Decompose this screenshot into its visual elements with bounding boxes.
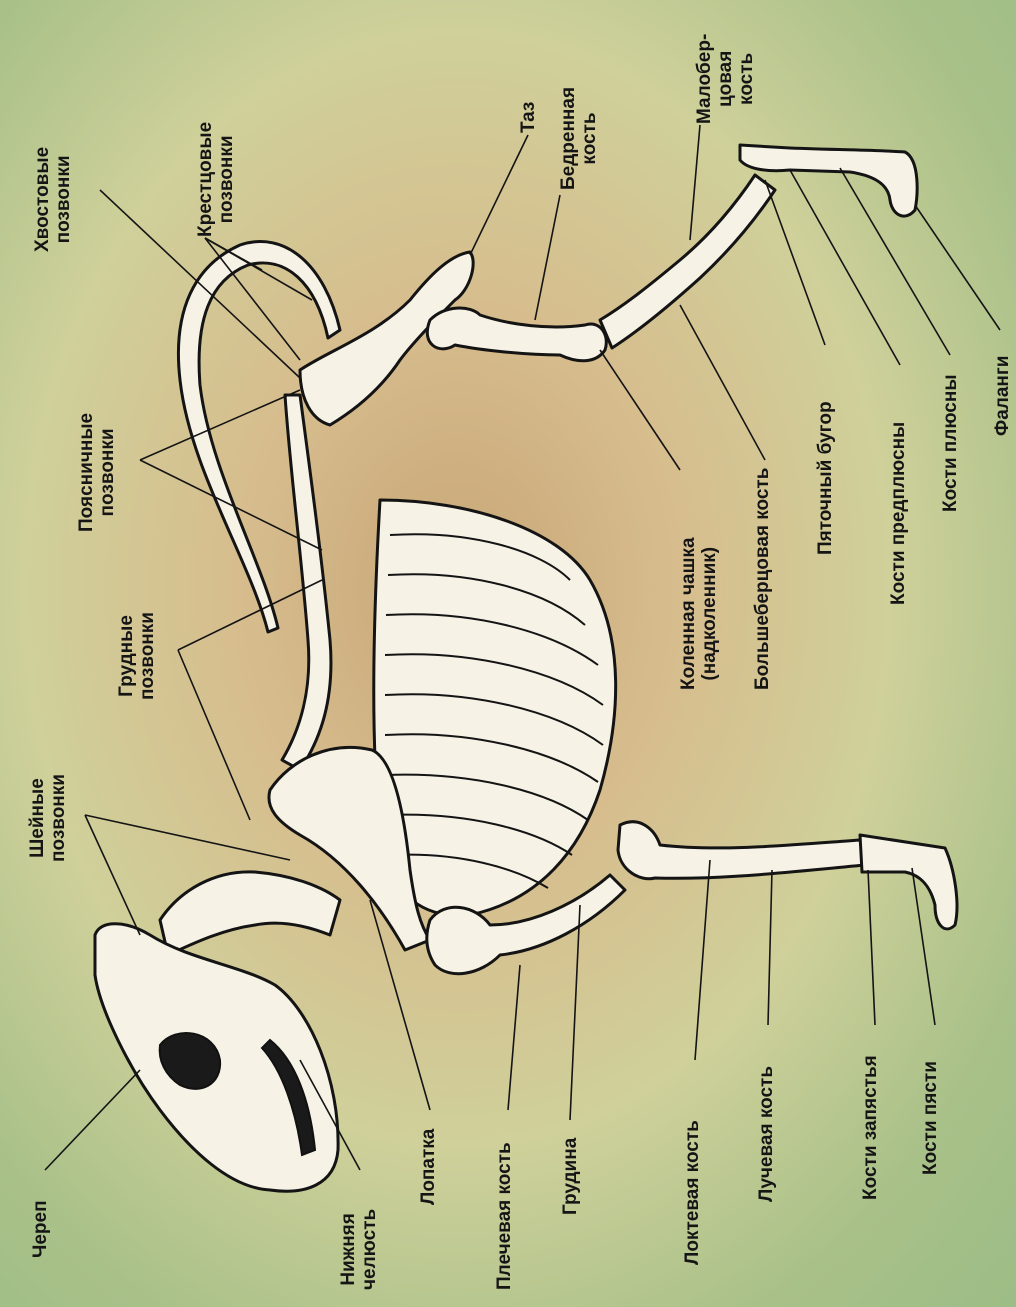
- neck-vertebrae: [160, 872, 340, 955]
- label-carpals: Кости запястья: [860, 1055, 881, 1200]
- label-metatarsals: Кости плюсны: [940, 374, 961, 512]
- hindpaw-bones: [740, 145, 917, 216]
- label-tarsals: Кости предплюсны: [888, 422, 909, 605]
- label-metacarpals: Кости пясти: [920, 1061, 941, 1175]
- label-patella: Коленная чашка(надколенник): [678, 537, 720, 690]
- label-pelvis: Таз: [518, 102, 539, 133]
- forepaw-bones: [860, 835, 957, 929]
- label-scapula: Лопатка: [418, 1129, 439, 1205]
- ribcage: [374, 500, 616, 916]
- label-humerus: Плечевая кость: [494, 1142, 515, 1290]
- label-sternum: Грудина: [560, 1138, 581, 1215]
- label-calcaneal-tuber: Пяточный бугор: [815, 401, 836, 555]
- femur-bone: [427, 308, 606, 361]
- label-phalanges: Фаланги: [992, 356, 1013, 437]
- forelimb-bones: [618, 822, 865, 879]
- tibia-bone: [600, 175, 775, 348]
- spine-bones: [282, 395, 331, 770]
- label-ulna: Локтевая кость: [682, 1120, 703, 1265]
- label-radius: Лучевая кость: [756, 1066, 777, 1202]
- label-tibia: Большеберцовая кость: [752, 468, 773, 690]
- label-skull: Череп: [30, 1200, 51, 1258]
